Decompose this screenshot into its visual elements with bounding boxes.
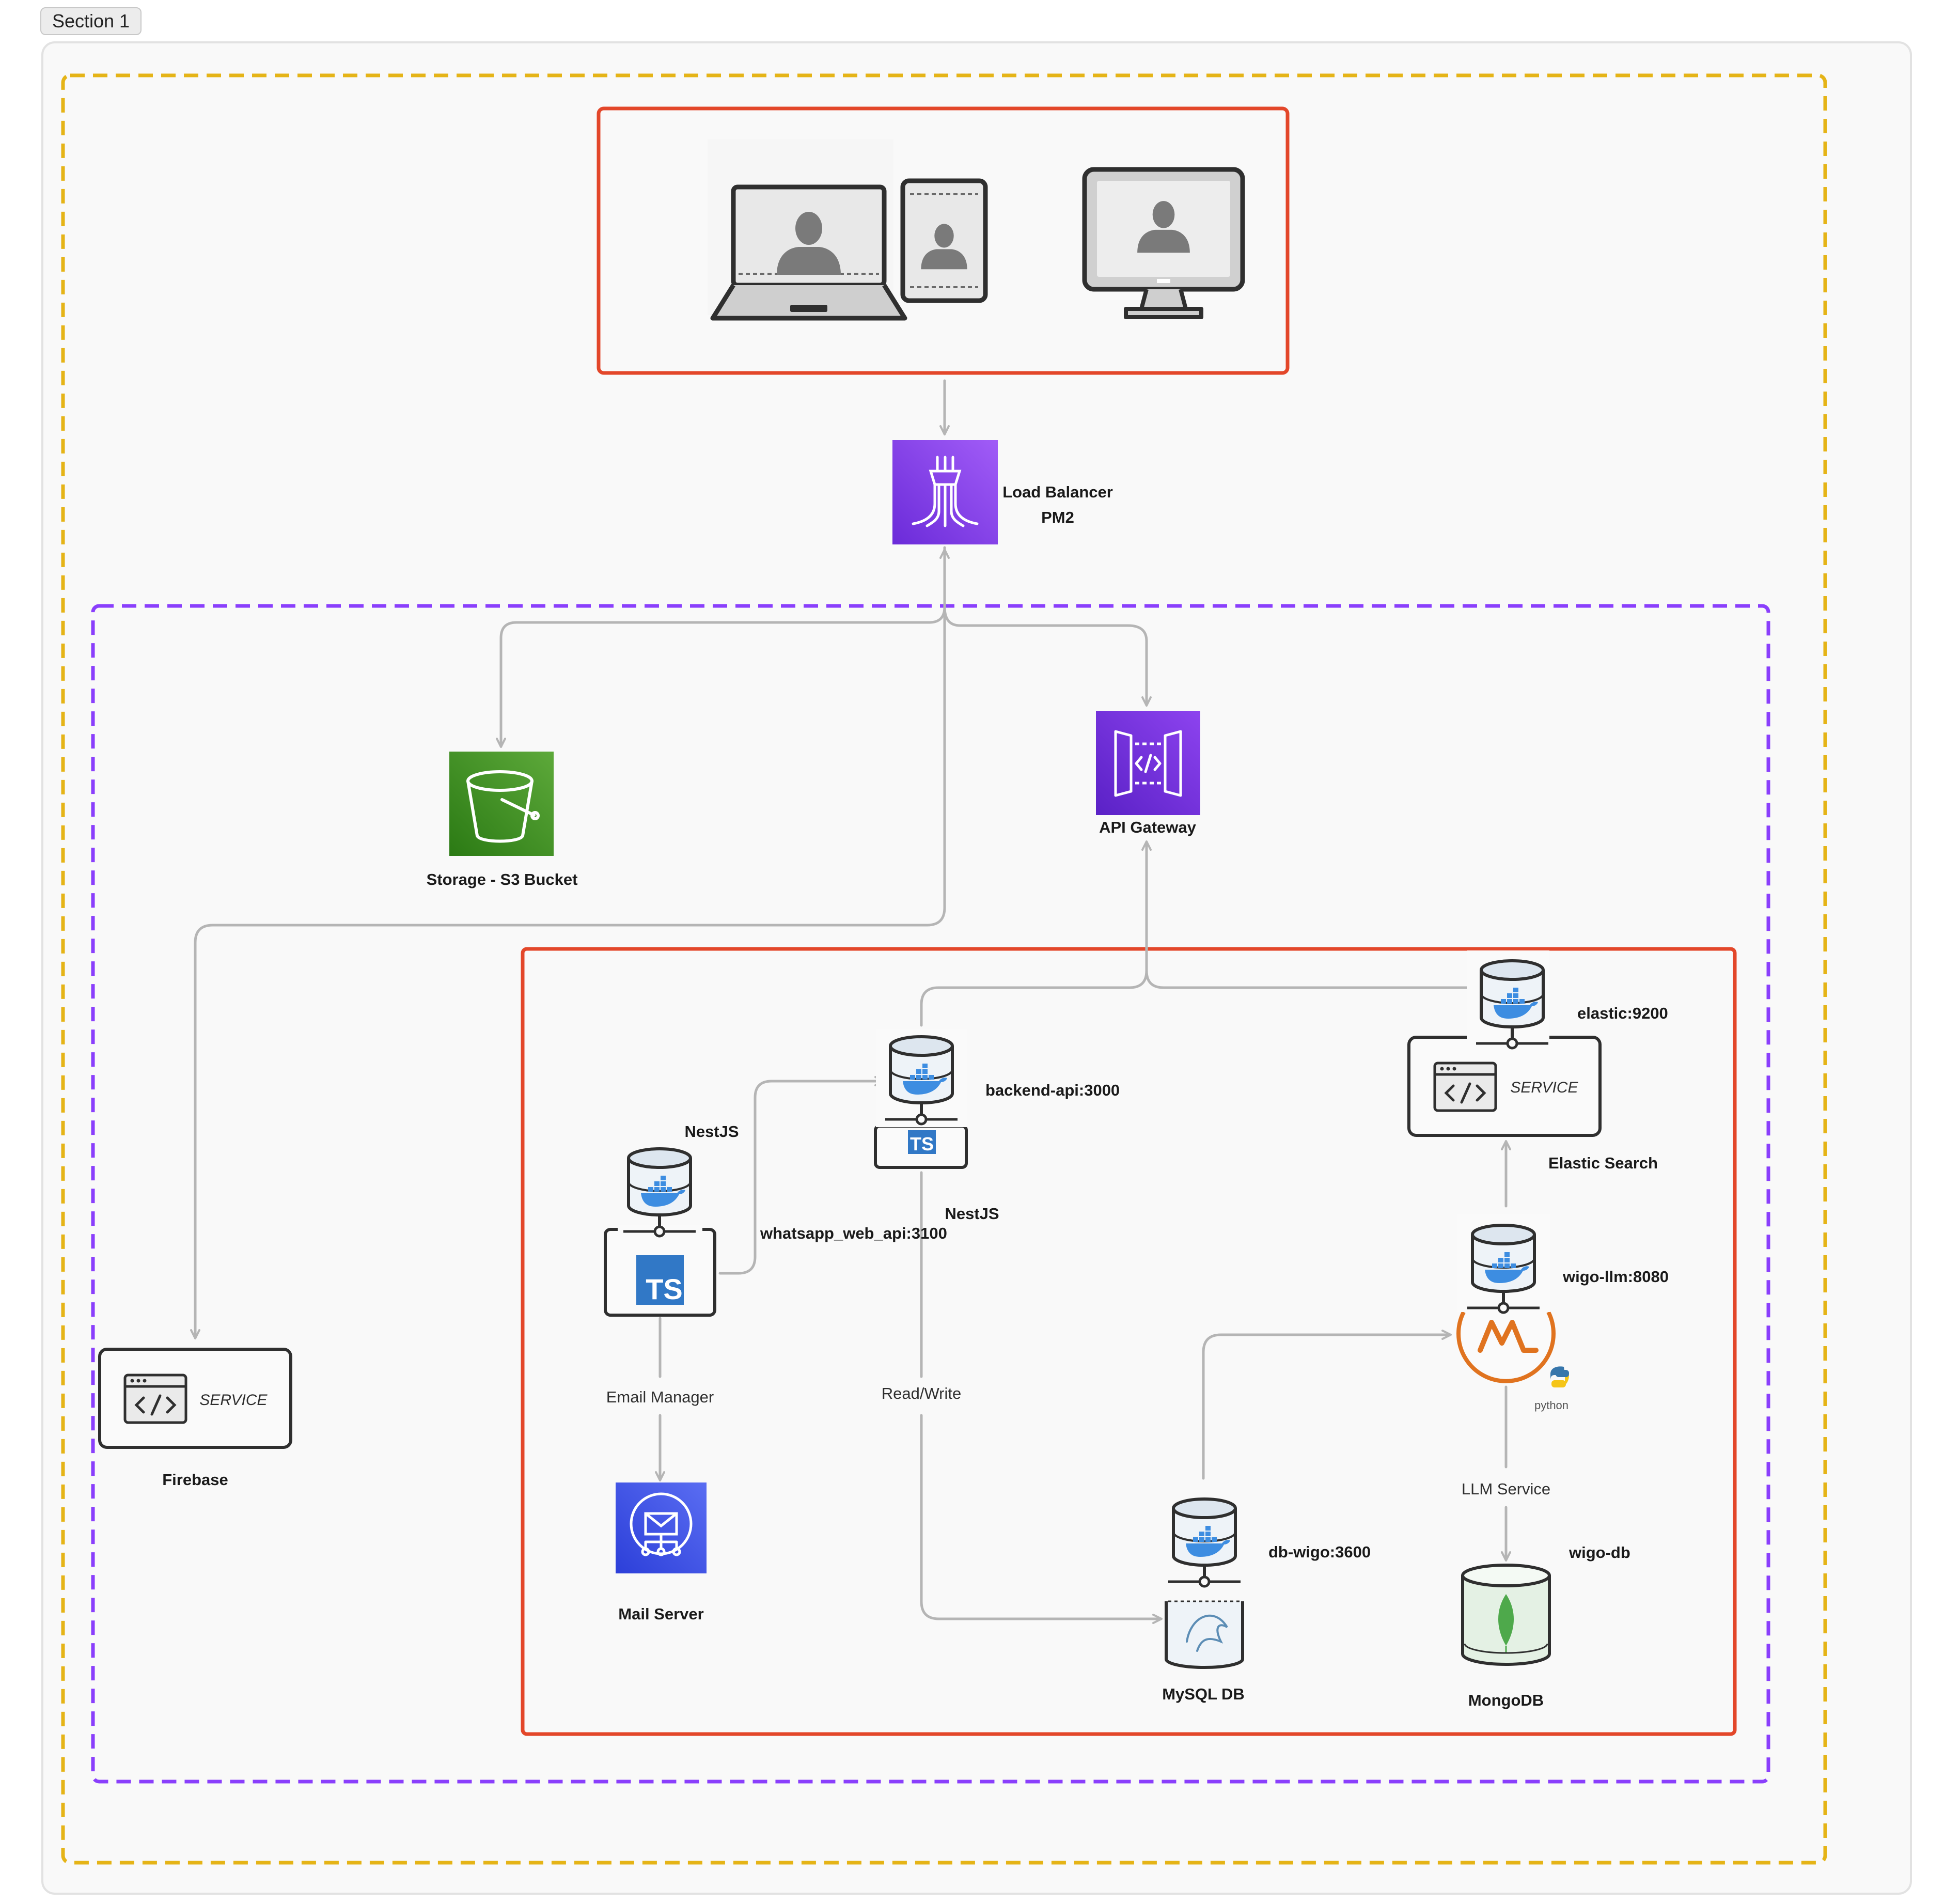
clients-group — [597, 106, 1290, 375]
backend-ts-badge: TS — [910, 1133, 934, 1154]
services-group — [521, 947, 1737, 1736]
mongodb-icon — [1461, 1564, 1551, 1666]
python-text: python — [1534, 1399, 1568, 1412]
ollama-icon — [1456, 1311, 1556, 1383]
whatsapp-ts-badge: TS — [646, 1273, 683, 1305]
edge-backend-apigateway — [920, 840, 1152, 1027]
whatsapp-container-label: whatsapp_web_api:3100 — [760, 1224, 947, 1242]
s3-bucket-icon — [449, 752, 554, 856]
edge-firebase-lb — [194, 549, 950, 1337]
elastic-container-label: elastic:9200 — [1577, 1004, 1668, 1022]
llm-container-label: wigo-llm:8080 — [1562, 1268, 1669, 1286]
load-balancer-node[interactable]: Load Balancer PM2 — [892, 440, 1113, 544]
whatsapp-framework-label: NestJS — [684, 1122, 739, 1141]
backend-container-label: backend-api:3000 — [985, 1081, 1120, 1099]
typescript-icon — [636, 1255, 684, 1305]
llm-node[interactable]: python wigo-llm:8080 — [1456, 1214, 1669, 1412]
edge-mysql-llm — [1202, 1330, 1452, 1480]
edge-backend-mysql-b — [920, 1414, 1163, 1624]
mail-server-node[interactable]: Mail Server — [616, 1482, 707, 1623]
typescript-icon — [908, 1130, 936, 1154]
yellow-dashed-group — [61, 73, 1827, 1865]
python-icon: python — [1534, 1366, 1569, 1412]
purple-dashed-group — [91, 604, 1770, 1784]
mail-server-label: Mail Server — [618, 1605, 703, 1623]
firebase-node[interactable]: SERVICE Firebase — [98, 1348, 292, 1489]
mongodb-node[interactable]: wigo-db MongoDB — [1461, 1543, 1630, 1709]
code-window-icon — [125, 1375, 186, 1423]
elastic-label: Elastic Search — [1548, 1154, 1658, 1172]
load-balancer-label: Load Balancer — [1002, 483, 1113, 501]
mysql-container-label: db-wigo:3600 — [1268, 1543, 1371, 1561]
tablet-icon — [900, 178, 988, 303]
laptop-icon — [708, 139, 907, 321]
section-frame — [41, 41, 1912, 1895]
s3-storage-node[interactable]: Storage - S3 Bucket — [427, 752, 578, 888]
s3-label: Storage - S3 Bucket — [427, 870, 578, 888]
mail-server-icon — [616, 1482, 707, 1573]
whatsapp-api-node[interactable]: TS NestJS whatsapp_web_api:3100 — [604, 1122, 947, 1317]
elastic-service-text: SERVICE — [1510, 1079, 1578, 1096]
edge-whatsapp-backend — [718, 1076, 885, 1275]
mysql-label: MySQL DB — [1162, 1685, 1245, 1703]
email-manager-label: Email Manager — [606, 1388, 714, 1406]
load-balancer-sublabel: PM2 — [1041, 508, 1074, 526]
api-gateway-label: API Gateway — [1099, 818, 1197, 836]
mysql-db-icon — [1165, 1600, 1244, 1669]
mongodb-container-label: wigo-db — [1568, 1543, 1630, 1562]
api-gateway-node[interactable]: API Gateway — [1096, 711, 1200, 836]
firebase-service-text: SERVICE — [199, 1392, 268, 1409]
mysql-node[interactable]: db-wigo:3600 MySQL DB — [1162, 1499, 1371, 1703]
read-write-label: Read/Write — [882, 1384, 962, 1402]
backend-api-node[interactable]: TS backend-api:3000 NestJS — [874, 1029, 1120, 1223]
desktop-monitor-icon — [1082, 167, 1245, 319]
backend-framework-label: NestJS — [945, 1205, 999, 1223]
llm-service-label: LLM Service — [1462, 1480, 1550, 1498]
firebase-label: Firebase — [162, 1471, 228, 1489]
edge-elastic-apigateway — [1145, 969, 1468, 989]
edge-lb-apigateway — [943, 605, 1152, 707]
elastic-search-node[interactable]: SERVICE elastic:9200 Elastic Search — [1407, 950, 1668, 1172]
code-window-icon — [1435, 1063, 1496, 1111]
section-tab[interactable]: Section 1 — [40, 7, 142, 35]
mongodb-label: MongoDB — [1468, 1691, 1544, 1709]
